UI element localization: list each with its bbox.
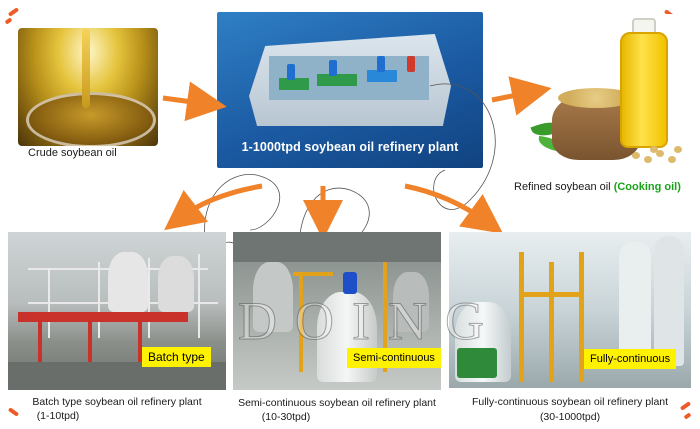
refined-oil-text: Refined soybean oil [514,181,614,193]
semi-continuous-tag: Semi-continuous [347,348,441,368]
swirl-line [204,174,281,241]
crude-oil-label: Crude soybean oil [28,147,117,159]
arrow-plant-to-batch [164,183,263,231]
batch-type-tag: Batch type [142,347,211,367]
refined-oil-label: Refined soybean oil (Cooking oil) [514,180,681,194]
crude-oil-photo [18,28,158,146]
swirl-line [429,83,496,210]
arrow-plant-to-refined [491,76,552,116]
cooking-oil-highlight: (Cooking oil) [613,181,681,193]
plant-caption: 1-1000tpd soybean oil refinery plant [241,140,459,154]
arrow-plant-to-full [404,183,504,234]
watermark: DOING [238,291,502,352]
fully-continuous-tag: Fully-continuous [584,349,677,369]
batch-caption-title: Batch type soybean oil refinery plant [32,396,202,408]
full-caption-range: (30-1000tpd) [539,411,601,423]
semi-continuous-plant-photo [233,232,441,390]
refined-oil-photo [524,14,694,172]
semi-caption-title: Semi-continuous soybean oil refinery pla… [238,397,436,409]
arrow-crude-to-plant [162,81,227,122]
refinery-plant-panel: 1-1000tpd soybean oil refinery plant [217,12,483,168]
semi-caption-range: (10-30tpd) [261,411,311,423]
batch-caption-range: (1-10tpd) [36,410,80,422]
full-caption-title: Fully-continuous soybean oil refinery pl… [471,396,669,408]
